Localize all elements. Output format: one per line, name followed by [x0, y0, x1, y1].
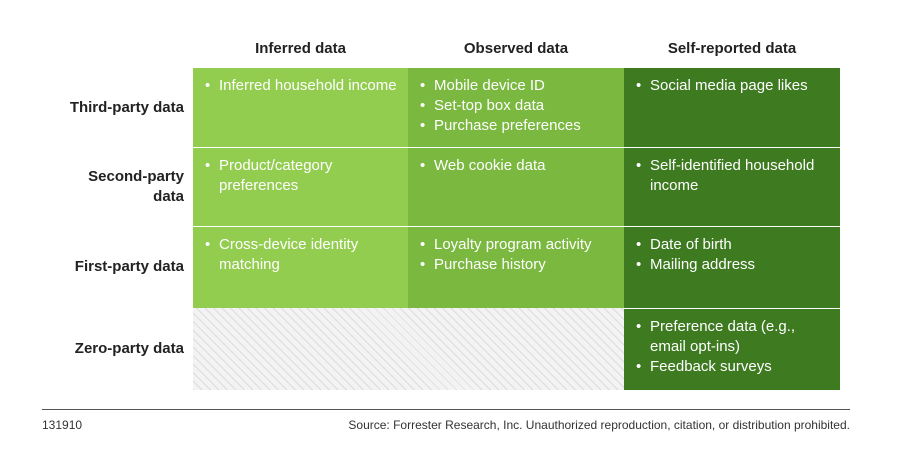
cell-bullet: Purchase history: [420, 255, 614, 275]
row-label-first-party: First-party data: [20, 226, 184, 308]
cell-first-party-inferred: Cross-device identity matching: [193, 227, 408, 308]
cell-second-party-self-reported: Self-identified household income: [624, 148, 840, 226]
cell-bullet: Set-top box data: [420, 96, 614, 116]
cell-bullet: Inferred household income: [205, 76, 398, 96]
cell-third-party-observed: Mobile device ID Set-top box data Purcha…: [408, 68, 624, 147]
row-label-text: Second-party data: [88, 167, 184, 205]
cell-bullet: Self-identified household income: [636, 156, 830, 196]
column-header-self-reported: Self-reported data: [667, 40, 797, 57]
row-label-text: Zero-party data: [74, 340, 184, 357]
column-header-observed: Observed data: [463, 40, 569, 57]
row-label-second-party: Second-party data: [20, 147, 184, 226]
cell-bullet: Social media page likes: [636, 76, 830, 96]
cell-bullet: Feedback surveys: [636, 357, 830, 377]
cell-bullet: Product/category preferences: [205, 156, 398, 196]
cell-bullet: Loyalty program activity: [420, 235, 614, 255]
figure-id: 131910: [42, 418, 83, 432]
cell-third-party-self-reported: Social media page likes: [624, 68, 840, 147]
row-label-text: Third-party data: [69, 98, 184, 116]
cell-bullet: Mobile device ID: [420, 76, 614, 96]
cell-bullet: Purchase preferences: [420, 116, 614, 136]
cell-bullet: Preference data (e.g., email opt-ins): [636, 317, 830, 357]
source-note: Source: Forrester Research, Inc. Unautho…: [348, 418, 850, 432]
cell-first-party-self-reported: Date of birth Mailing address: [624, 227, 840, 308]
cell-second-party-inferred: Product/category preferences: [193, 148, 408, 226]
column-header-inferred: Inferred data: [255, 40, 346, 57]
cell-zero-party-self-reported: Preference data (e.g., email opt-ins) Fe…: [624, 309, 840, 390]
row-label-text: First-party data: [74, 258, 184, 275]
cell-bullet: Web cookie data: [420, 156, 614, 176]
cell-first-party-observed: Loyalty program activity Purchase histor…: [408, 227, 624, 308]
row-label-third-party: Third-party data: [20, 68, 184, 147]
cell-bullet: Date of birth: [636, 235, 830, 255]
cell-bullet: Mailing address: [636, 255, 830, 275]
cell-bullet: Cross-device identity matching: [205, 235, 398, 275]
cell-zero-party-not-applicable: [193, 308, 624, 390]
cell-second-party-observed: Web cookie data: [408, 148, 624, 226]
row-label-zero-party: Zero-party data: [20, 308, 184, 390]
cell-third-party-inferred: Inferred household income: [193, 68, 408, 147]
footer-divider: [42, 409, 850, 410]
